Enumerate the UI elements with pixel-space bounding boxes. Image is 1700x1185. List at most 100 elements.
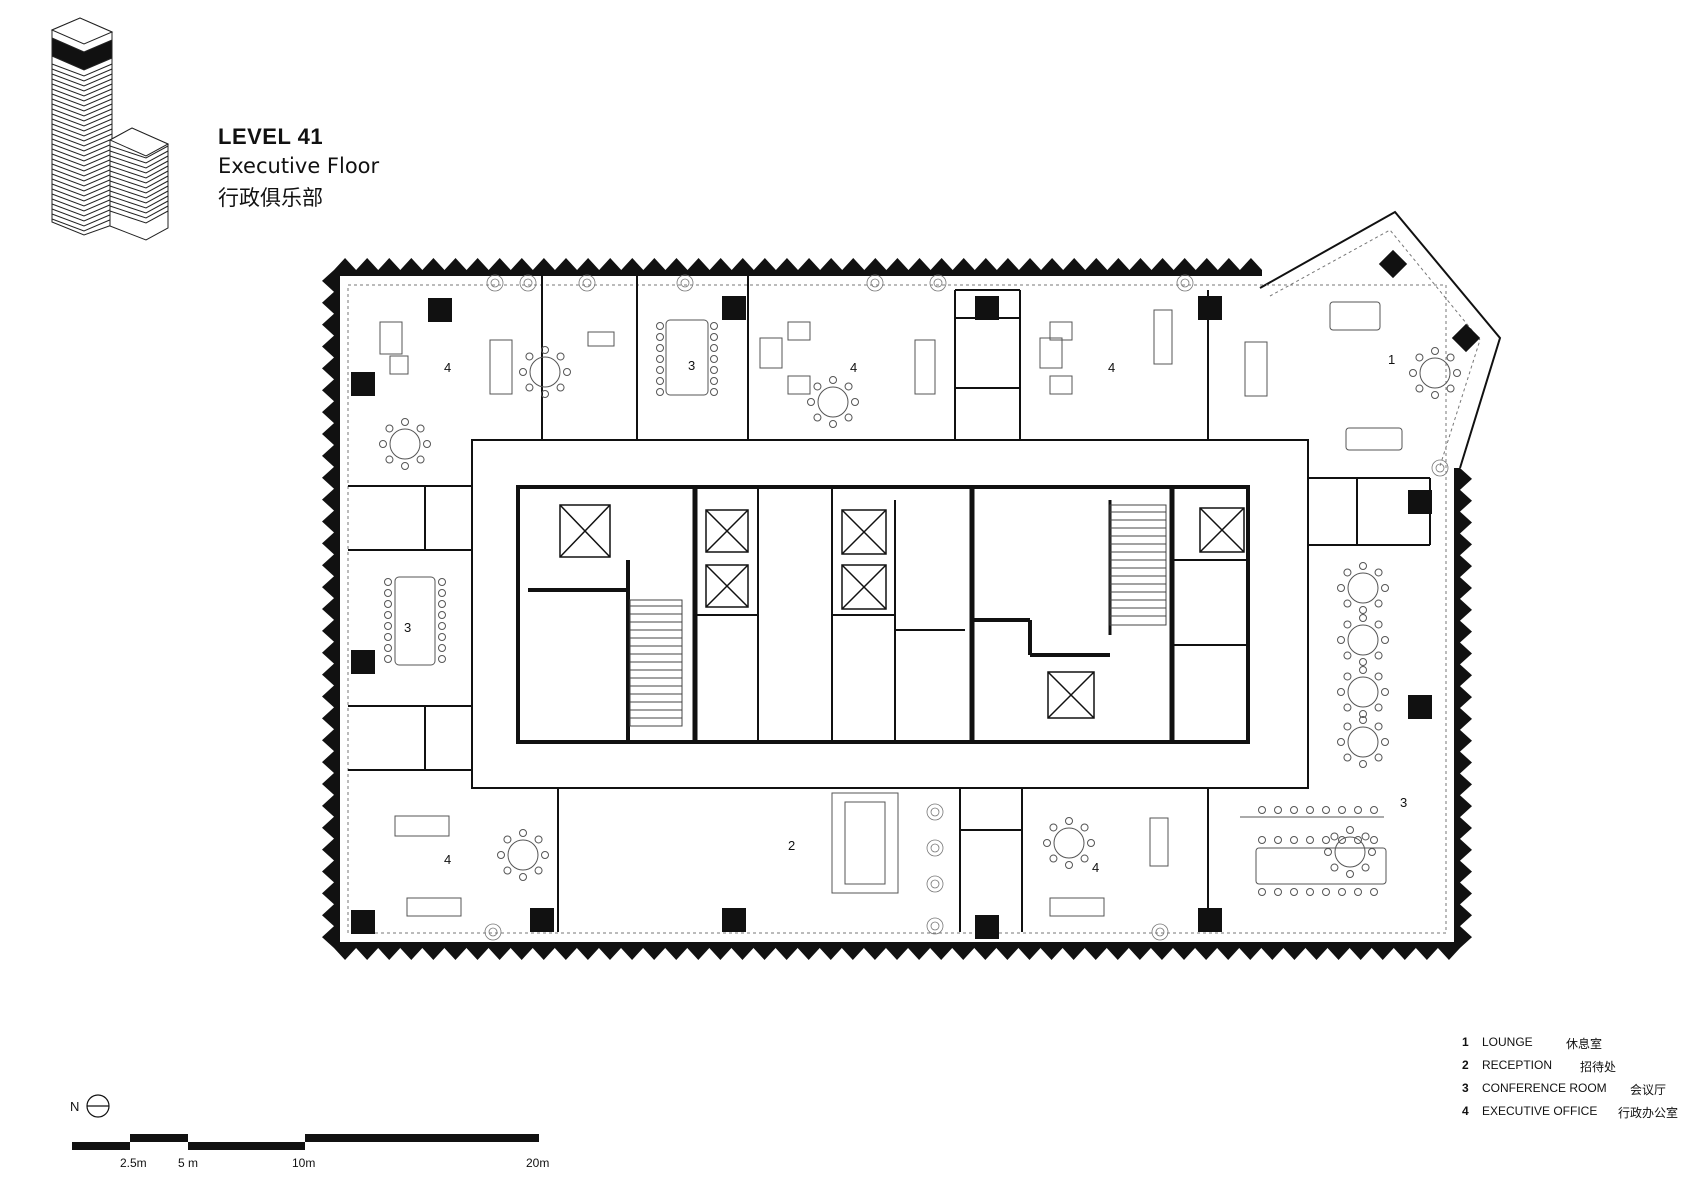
tower-floor-line	[109, 180, 169, 194]
room-label-conf-n: 3	[688, 358, 695, 373]
legend-label-en: LOUNGE	[1482, 1035, 1533, 1049]
tower-floor-line	[51, 108, 113, 122]
round-table	[1347, 572, 1379, 604]
chair	[384, 622, 392, 630]
chair	[1343, 703, 1352, 712]
chair	[1258, 836, 1266, 844]
chair	[813, 413, 822, 422]
planter-inner	[1180, 278, 1190, 288]
elevator-cross	[1199, 507, 1245, 553]
planter-inner	[930, 921, 940, 931]
scale-tick-20m: 20m	[526, 1156, 549, 1170]
planter	[1151, 923, 1169, 941]
chair	[1374, 672, 1383, 681]
elevator-icon	[1199, 507, 1245, 553]
legend-label-zh: 招待处	[1580, 1060, 1617, 1074]
chair	[1080, 854, 1089, 863]
chair	[656, 377, 664, 385]
chair	[519, 873, 527, 881]
planter	[578, 274, 596, 292]
legend-num: 3	[1462, 1081, 1469, 1095]
chair	[1381, 636, 1389, 644]
tower-floor-line	[51, 128, 113, 142]
chair	[1374, 753, 1383, 762]
chair	[844, 413, 853, 422]
chair	[1359, 760, 1367, 768]
chair	[1274, 806, 1282, 814]
chair	[710, 388, 718, 396]
planter	[929, 274, 947, 292]
round-table	[1347, 624, 1379, 656]
elevator-icon	[841, 564, 887, 610]
scale-bar: 2.5m 5 m 10m 20m	[72, 1134, 549, 1170]
chair	[1258, 806, 1266, 814]
facade	[322, 210, 1502, 960]
chair	[556, 383, 565, 392]
tower-floor-line	[51, 73, 113, 87]
elevator-cross	[841, 509, 887, 555]
chair	[1370, 806, 1378, 814]
planter	[519, 274, 537, 292]
desks	[379, 309, 1268, 917]
chair	[1359, 562, 1367, 570]
legend-num: 4	[1462, 1104, 1469, 1118]
chair	[1361, 832, 1370, 841]
chair	[710, 333, 718, 341]
chair	[534, 835, 543, 844]
elevator-group	[559, 504, 1245, 719]
round-tables	[379, 322, 1461, 896]
tower-floor-line	[51, 113, 113, 127]
chair	[541, 346, 549, 354]
chair	[525, 352, 534, 361]
chair	[384, 589, 392, 597]
chair	[525, 383, 534, 392]
chair	[656, 355, 664, 363]
chair	[1049, 823, 1058, 832]
chair	[438, 633, 446, 641]
chair	[1330, 863, 1339, 872]
planter	[866, 274, 884, 292]
chair	[438, 600, 446, 608]
planter-inner	[490, 278, 500, 288]
chair	[710, 366, 718, 374]
elevator-cross	[559, 504, 611, 558]
north-arrow: N	[70, 1094, 110, 1118]
chair	[656, 366, 664, 374]
chair	[438, 644, 446, 652]
room-label-office-ne: 4	[1108, 360, 1115, 375]
chair	[1258, 888, 1266, 896]
chair	[1409, 369, 1417, 377]
chair	[1359, 710, 1367, 718]
chair	[1374, 722, 1383, 731]
chair	[1415, 353, 1424, 362]
chair	[1361, 863, 1370, 872]
round-table	[817, 386, 849, 418]
chair	[807, 398, 815, 406]
chair	[1446, 353, 1455, 362]
north-label: N	[70, 1099, 79, 1114]
planter	[484, 923, 502, 941]
chair	[710, 322, 718, 330]
tower-floor-line	[51, 213, 113, 227]
tower-floor-line	[51, 153, 113, 167]
tower-floor-line	[51, 168, 113, 182]
legend-label-en: RECEPTION	[1482, 1058, 1553, 1072]
tower-floor-line	[51, 148, 113, 162]
planter	[676, 274, 694, 292]
legend-label-zh: 休息室	[1566, 1037, 1603, 1051]
interior-walls	[348, 268, 1431, 932]
tower-floor-line	[51, 208, 113, 222]
tower-floor-line	[51, 198, 113, 212]
chair	[1338, 836, 1346, 844]
tower-floor-line	[51, 178, 113, 192]
tower-floor-line	[51, 218, 113, 232]
room-label-conf-w: 3	[404, 620, 411, 635]
chair	[1065, 817, 1073, 825]
chair	[1381, 688, 1389, 696]
planter-inner	[933, 278, 943, 288]
chair	[1343, 620, 1352, 629]
chair	[1374, 651, 1383, 660]
chair	[1337, 636, 1345, 644]
chair	[1324, 848, 1332, 856]
chair	[519, 829, 527, 837]
